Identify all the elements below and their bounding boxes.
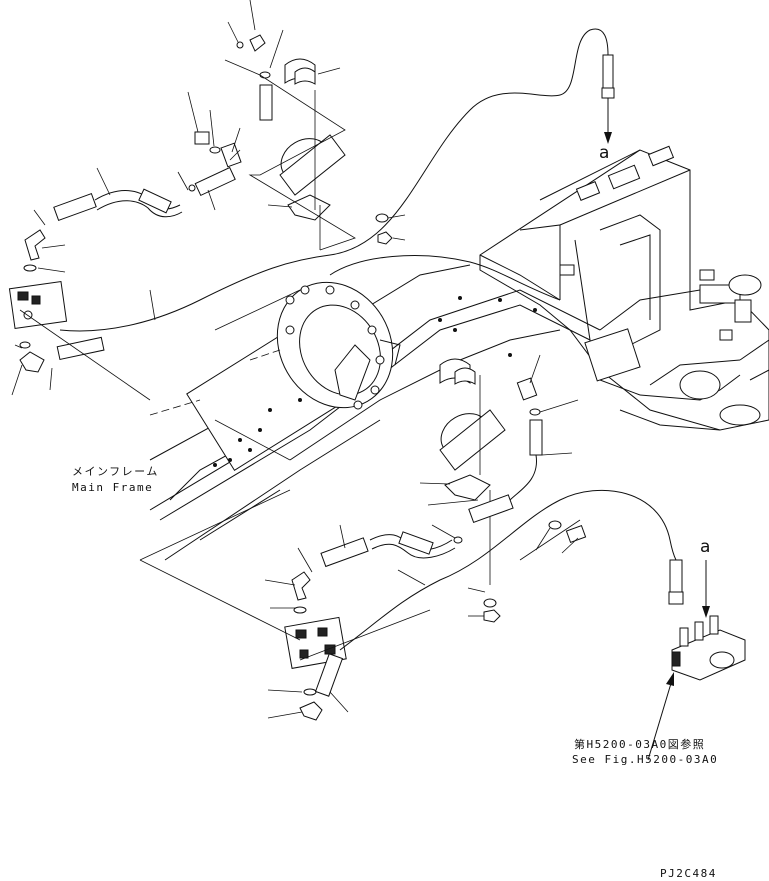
lower-hose-assembly (284, 489, 684, 721)
see-fig-label-jp: 第H5200-03A0図参照 (574, 738, 706, 751)
callout-a-top: a (599, 143, 610, 163)
frame-beam (149, 255, 601, 561)
main-frame-structure (479, 145, 769, 431)
distribution-block (671, 560, 746, 681)
reference-lines (19, 289, 581, 661)
drawing-code: PJ2C484 (660, 867, 717, 880)
main-frame-label-jp: メインフレーム (72, 465, 159, 478)
callout-a-bottom: a (700, 537, 711, 557)
leader-lines (11, 0, 579, 719)
slewing-ring (276, 281, 401, 410)
lower-clamp-assembly (439, 358, 587, 623)
upper-clamp-assembly (194, 34, 393, 251)
see-fig-label-en: See Fig.H5200-03A0 (572, 753, 719, 766)
main-frame-label-en: Main Frame (72, 481, 154, 494)
upper-hose-assembly (8, 28, 615, 373)
callout-arrows (604, 98, 674, 761)
